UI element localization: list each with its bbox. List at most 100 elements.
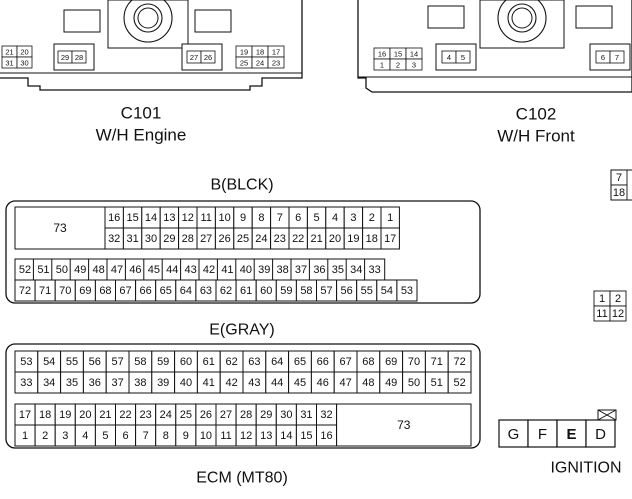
c101-pin: 31: [5, 59, 13, 68]
c101-lock-frame: [107, 0, 189, 49]
block-b-pin: 31: [126, 233, 138, 245]
block-e-pin: 24: [160, 409, 172, 421]
block-e-pin: 58: [134, 356, 146, 368]
block-e-pin: 39: [157, 377, 169, 389]
block-e-pin: 7: [143, 430, 149, 442]
edge-pin-box: [609, 305, 627, 322]
block-e-pin: 35: [66, 377, 78, 389]
block-e-pin: 9: [183, 430, 189, 442]
block-b-pin: 55: [361, 285, 373, 297]
block-e-pin: 37: [111, 377, 123, 389]
edge-pin: 18: [613, 187, 625, 199]
block-e-pin: 28: [240, 409, 252, 421]
block-b-pin: 29: [163, 233, 175, 245]
block-e-pin: 15: [300, 430, 312, 442]
ecm-title: ECM (MT80): [196, 470, 288, 487]
block-b-pin: 25: [237, 233, 249, 245]
block-b-pin: 14: [145, 212, 157, 224]
block-b-pin: 10: [218, 212, 230, 224]
c101-pin-box: [16, 56, 33, 69]
c102-pin-box: [405, 58, 423, 71]
block-e-pin-73: 73: [397, 418, 411, 432]
c101-code: C101: [121, 104, 162, 123]
block-b-pin: 4: [332, 212, 338, 224]
block-b-pin: 59: [280, 285, 292, 297]
block-e-pin: 64: [271, 356, 283, 368]
block-b-pin: 9: [240, 212, 246, 224]
block-b-pin: 66: [140, 285, 152, 297]
block-b-pin: 21: [310, 233, 322, 245]
block-b-pin-box: [380, 227, 400, 250]
block-b-pin: 51: [37, 264, 49, 276]
block-b-pin: 54: [381, 285, 393, 297]
c102-lock-inner: [507, 3, 537, 33]
block-e-pin: 30: [280, 409, 292, 421]
block-e-pin: 61: [203, 356, 215, 368]
c101-pin: 24: [256, 59, 264, 68]
c102-lock-frame: [479, 0, 565, 49]
block-e-pin: 21: [99, 409, 111, 421]
block-b-pin: 46: [129, 264, 141, 276]
block-b-pin: 7: [277, 212, 283, 224]
block-e-label: E(GRAY): [209, 322, 274, 339]
block-b-pin: 62: [220, 285, 232, 297]
block-e-pin: 26: [200, 409, 212, 421]
c101-pin-box: [267, 56, 285, 69]
block-b-pin: 12: [182, 212, 194, 224]
block-e-pin: 29: [260, 409, 272, 421]
c101-slot-right: [194, 9, 232, 33]
c101-pin: 23: [272, 59, 280, 68]
block-b-pin: 30: [145, 233, 157, 245]
block-e-pin: 43: [248, 377, 260, 389]
block-e-pin: 1: [22, 430, 28, 442]
block-b-pin: 15: [126, 212, 138, 224]
block-b-pin: 22: [292, 233, 304, 245]
c101-pin: 18: [256, 48, 264, 57]
ignition-key-box: [498, 419, 529, 448]
block-b-pin: 23: [274, 233, 286, 245]
block-b-pin: 57: [320, 285, 332, 297]
block-e-pin: 4: [82, 430, 88, 442]
c101-name: W/H Engine: [96, 126, 187, 145]
block-e-pin: 41: [203, 377, 215, 389]
block-e-pin: 40: [180, 377, 192, 389]
block-b-pin: 19: [347, 233, 359, 245]
block-b-pin: 24: [255, 233, 267, 245]
c102-pin: 1: [380, 61, 384, 70]
block-e-pin: 53: [20, 356, 32, 368]
block-e-pin: 8: [163, 430, 169, 442]
block-b-pin: 18: [366, 233, 378, 245]
block-e-pin: 3: [62, 430, 68, 442]
block-e-pin: 14: [280, 430, 292, 442]
block-b-pin: 48: [93, 264, 105, 276]
block-b-pin: 53: [401, 285, 413, 297]
block-b-pin: 34: [350, 264, 362, 276]
block-b-big-box: [14, 206, 106, 250]
block-e-pin: 44: [271, 377, 283, 389]
c102-housing: [357, 0, 632, 93]
block-e-pin: 55: [66, 356, 78, 368]
block-b-pin: 36: [313, 264, 325, 276]
c102-pin: 2: [396, 61, 400, 70]
block-e-pin: 45: [294, 377, 306, 389]
c101-slot-left: [63, 9, 101, 33]
block-b-pin: 37: [295, 264, 307, 276]
c101-lock-ring: [123, 0, 173, 43]
block-e-pin: 56: [89, 356, 101, 368]
block-b-frame: [5, 200, 481, 304]
c101-lock-core: [137, 7, 159, 29]
block-b-pin: 58: [300, 285, 312, 297]
block-e-pin: 13: [260, 430, 272, 442]
c102-pin: 14: [410, 50, 418, 59]
c102-code: C102: [516, 105, 557, 124]
block-b-pin: 70: [59, 285, 71, 297]
block-b-pin: 65: [160, 285, 172, 297]
block-b-pin: 68: [99, 285, 111, 297]
ignition-key-box: [556, 419, 587, 448]
c102-pin: 5: [461, 53, 465, 62]
block-b-pin: 6: [295, 212, 301, 224]
c101-lock-inner: [133, 3, 163, 33]
block-e-pin-box: [447, 371, 472, 394]
block-e-pin: 18: [39, 409, 51, 421]
